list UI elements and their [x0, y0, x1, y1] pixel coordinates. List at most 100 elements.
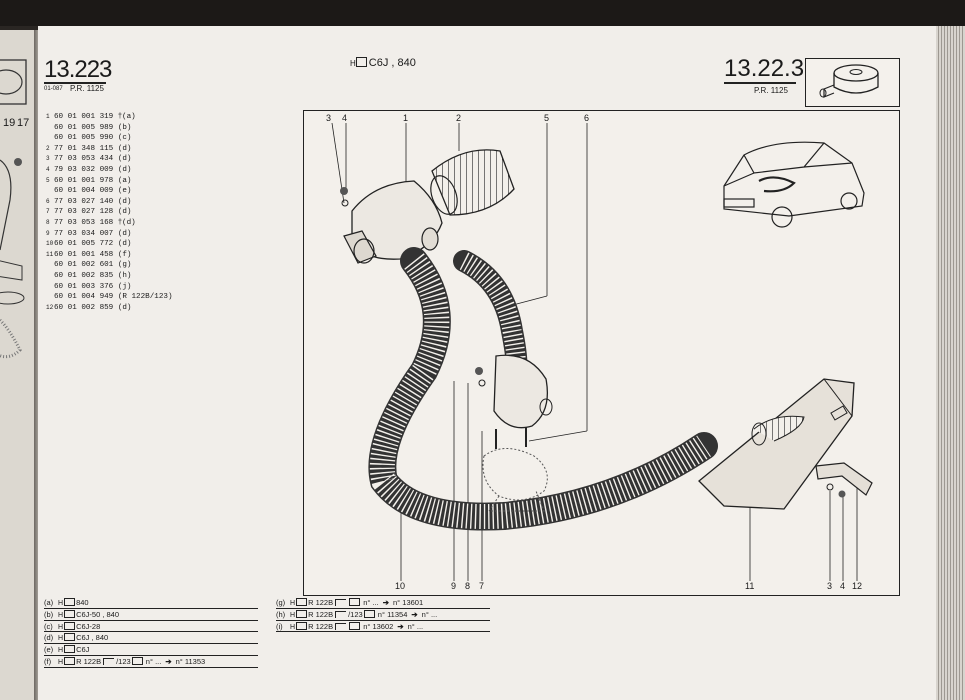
part-note: (f)	[117, 250, 132, 259]
callout-3-bottom: 3	[827, 581, 833, 591]
body-type-icon	[335, 610, 347, 618]
legend-no: n°	[145, 656, 153, 666]
legend-from: ...	[155, 656, 162, 666]
part-index: 2	[46, 144, 50, 152]
engine-icon: H	[290, 600, 296, 607]
obsolete-mark: †	[117, 111, 123, 120]
callout-1: 1	[403, 113, 409, 123]
part-reference: 77 03 053 168	[54, 218, 114, 227]
callout-11: 11	[745, 581, 755, 591]
parts-list-row: 1160 01 001 458 (f)	[46, 249, 173, 260]
engine-box-icon	[296, 609, 308, 618]
filter-cartridge	[430, 149, 515, 216]
parts-list-row: 8 77 03 053 168 †(d)	[46, 217, 173, 228]
air-filter-icon	[819, 64, 879, 98]
parts-list-row: 4 79 03 032 009 (d)	[46, 164, 173, 175]
part-reference: 60 01 005 989	[54, 123, 114, 132]
part-reference: 77 03 034 007	[54, 229, 114, 238]
leader-lines	[331, 122, 858, 581]
legend-key: (e)	[44, 645, 54, 655]
engine-icon: H	[58, 600, 64, 607]
legend-no: n°	[393, 598, 401, 607]
part-reference: 60 01 002 859	[54, 303, 114, 312]
parts-list-row: 1060 01 005 772 (d)	[46, 238, 173, 249]
legend-no: n°	[421, 609, 429, 619]
heat-shroud	[698, 378, 855, 510]
manifold-outline	[482, 448, 548, 512]
legend-model: R 122B	[308, 621, 334, 631]
legend-no: n°	[175, 656, 183, 666]
part-reference: 60 01 002 601	[54, 261, 114, 270]
body-type-icon	[335, 622, 347, 630]
legend-serial: ...	[430, 609, 438, 619]
parts-list-row: 60 01 004 009 (e)	[46, 185, 173, 196]
engine-box-icon	[64, 598, 76, 606]
legend-from: 13602	[372, 621, 394, 631]
part-index: 4	[46, 165, 50, 173]
legend-serial: ...	[416, 621, 424, 631]
legend-no: n°	[377, 609, 385, 619]
part-note: (d)	[117, 165, 132, 174]
callout-3: 3	[326, 113, 332, 123]
part-note: (d)	[122, 218, 136, 227]
parts-list-row: 60 01 002 601 (g)	[46, 259, 173, 270]
obsolete-mark: †	[117, 216, 123, 226]
legend-model: R 122B	[308, 598, 334, 607]
parts-list-row: 1260 01 002 859 (d)	[46, 302, 173, 313]
parts-list-row: 60 01 004 949 (R 122B/123)	[46, 291, 173, 302]
callout-5: 5	[544, 113, 550, 123]
engine-icon: H	[58, 658, 64, 666]
air-filter-thumbnail	[805, 58, 900, 107]
part-index: 10	[46, 240, 54, 248]
air-intake-drawing	[331, 122, 873, 581]
part-reference: 60 01 002 835	[54, 271, 114, 280]
part-index: 1	[46, 113, 50, 120]
left-page-label: 17	[17, 117, 30, 129]
legend-serial: 11353	[184, 656, 206, 666]
part-reference: 60 01 005 772	[54, 240, 114, 249]
legend-text: C6J-50 , 840	[76, 609, 120, 619]
part-index: 6	[46, 197, 50, 205]
vehicle-icon	[131, 656, 143, 665]
page-stack-edge	[936, 26, 965, 700]
part-reference: 60 01 001 319	[54, 113, 114, 121]
part-reference: 79 03 032 009	[54, 165, 114, 174]
part-index: 8	[46, 218, 50, 226]
engine-box-icon	[296, 598, 308, 606]
legend-text: 840	[76, 598, 89, 607]
engine-icon: H	[58, 647, 64, 655]
engine-box-icon	[64, 656, 76, 665]
legend-key: (f)	[44, 656, 52, 666]
part-reference: 60 01 001 458	[54, 250, 114, 259]
part-note: (g)	[117, 261, 132, 270]
engine-icon: H	[290, 611, 296, 619]
callout-8: 8	[465, 581, 471, 591]
header-underline-right	[724, 82, 796, 84]
legend-suffix: /123	[348, 609, 363, 619]
part-note: (d)	[117, 144, 132, 153]
legend-text: C6J	[76, 645, 90, 655]
engine-codes: C6J , 840	[368, 57, 416, 69]
engine-box-icon	[64, 645, 76, 654]
engine-box-icon	[296, 621, 308, 630]
left-page-label: 19	[3, 117, 16, 129]
part-note: (a)	[117, 176, 132, 185]
part-note: (R 122B/123)	[117, 293, 173, 302]
pr-reference-right: P.R. 1125	[754, 86, 788, 95]
section-number-right: 13.22.3	[724, 55, 805, 82]
arrow-right-icon: ➔	[165, 656, 172, 666]
part-index: 11	[46, 250, 54, 258]
hose-connector	[475, 354, 553, 449]
engine-box-icon	[64, 609, 76, 618]
legend-key: (b)	[44, 609, 54, 619]
part-note: (a)	[122, 113, 136, 121]
